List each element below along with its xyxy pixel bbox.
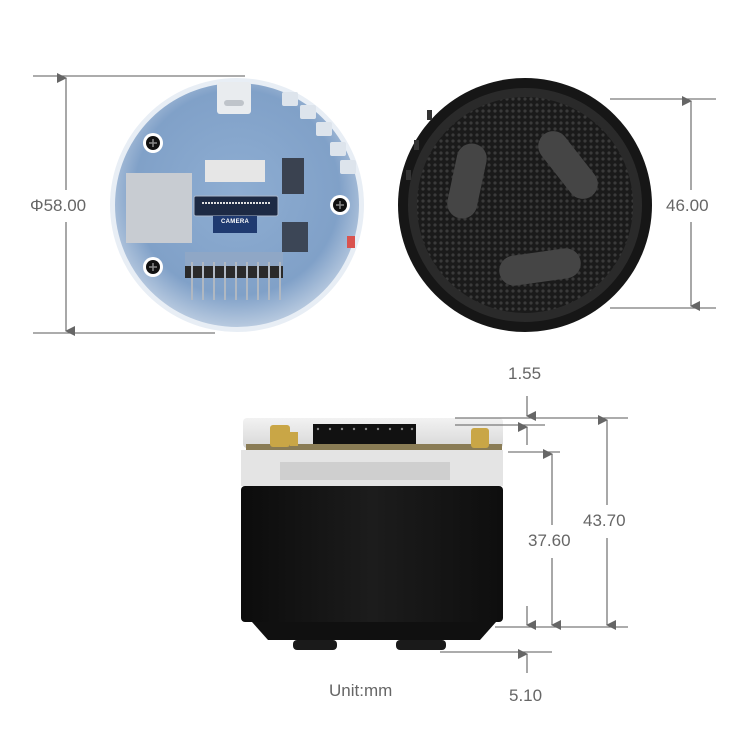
side-dimension-lines bbox=[440, 396, 628, 673]
side-view bbox=[241, 418, 503, 650]
dimension-label-37-60: 37.60 bbox=[526, 531, 573, 551]
dimension-46 bbox=[610, 96, 716, 311]
camera-connector-label: CAMERA bbox=[221, 219, 250, 225]
unit-label: Unit:mm bbox=[327, 681, 395, 701]
dimension-label-diameter: Φ58.00 bbox=[28, 196, 89, 216]
front-view-pcb bbox=[110, 78, 364, 332]
dimension-diameter-58 bbox=[33, 73, 245, 336]
dimension-label-46: 46.00 bbox=[664, 196, 711, 216]
screw-icon bbox=[143, 133, 350, 277]
dimension-label-1-55: 1.55 bbox=[506, 364, 544, 384]
dimension-label-43-70: 43.70 bbox=[581, 511, 628, 531]
back-view-speaker bbox=[398, 78, 652, 332]
dimension-label-5-10: 5.10 bbox=[507, 686, 545, 706]
